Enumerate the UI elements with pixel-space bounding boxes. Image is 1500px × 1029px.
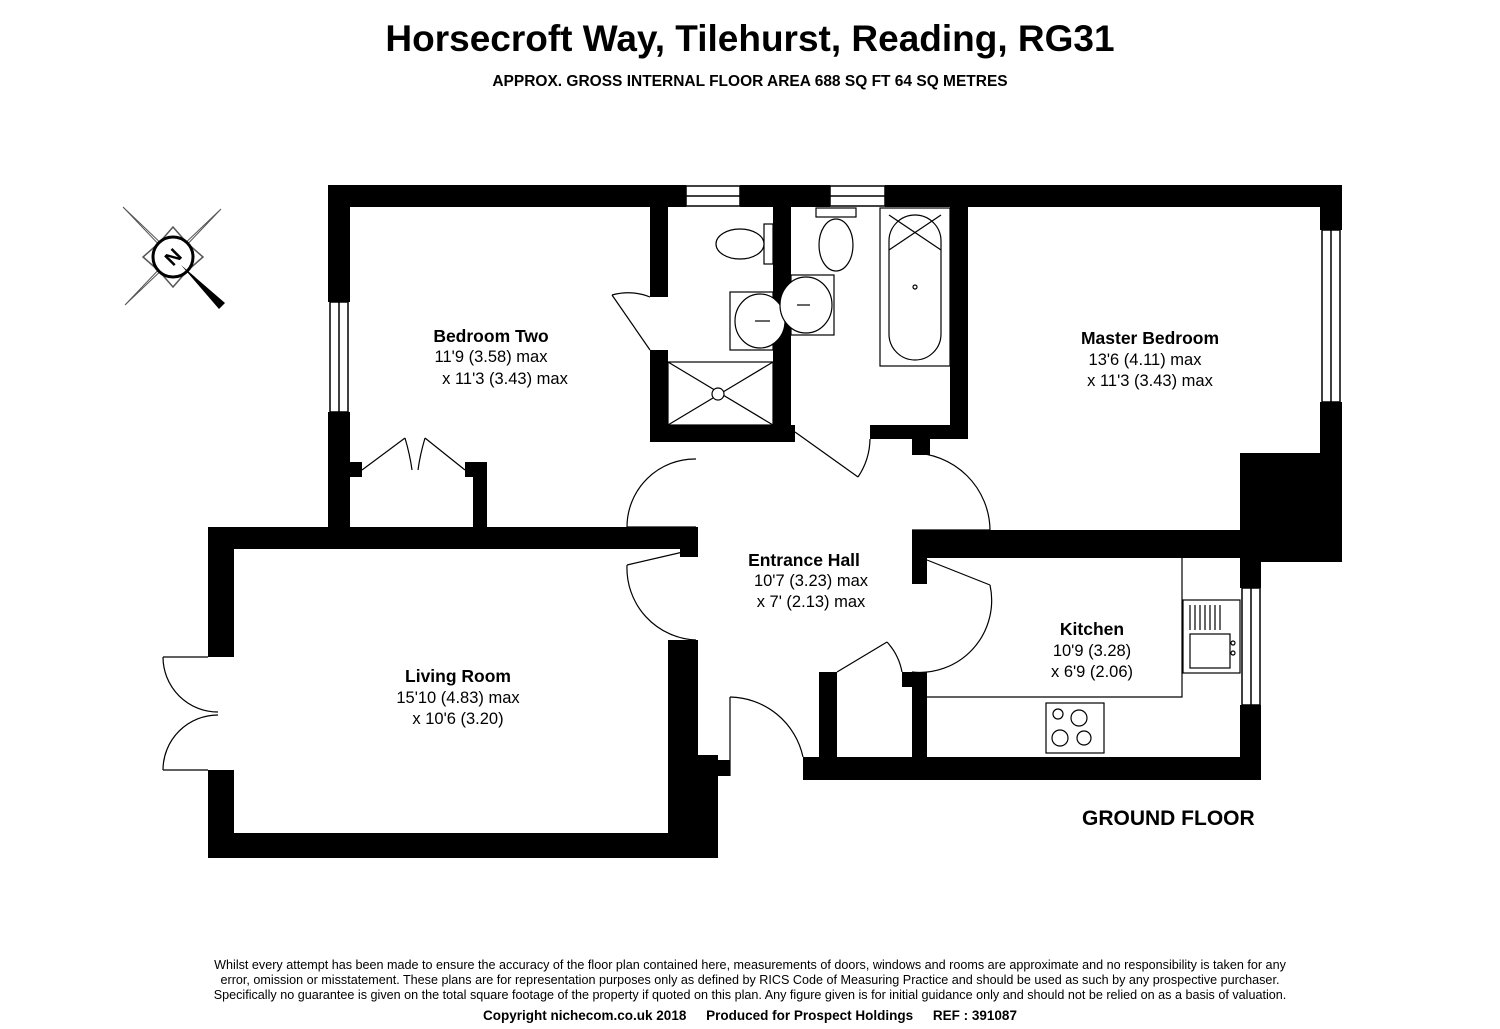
room-dimension: 15'10 (4.83) max xyxy=(396,689,520,707)
room-living-room: Living Room 15'10 (4.83) max x 10'6 (3.2… xyxy=(396,666,520,728)
windows xyxy=(329,185,1341,706)
room-dimension: 13'6 (4.11) max xyxy=(1089,351,1203,369)
room-master-bedroom: Master Bedroom 13'6 (4.11) max x 11'3 (3… xyxy=(1081,328,1219,390)
room-name: Entrance Hall xyxy=(748,550,860,570)
toilet-icon xyxy=(715,223,774,265)
room-dimension: x 7' (2.13) max xyxy=(757,593,866,611)
footer: Copyright nichecom.co.uk 2018 Produced f… xyxy=(0,1008,1500,1023)
room-name: Living Room xyxy=(405,666,511,686)
floor-label: GROUND FLOOR xyxy=(1082,807,1255,830)
room-dimension: 11'9 (3.58) max xyxy=(435,348,549,366)
room-dimension: x 10'6 (3.20) xyxy=(412,710,503,728)
toilet-icon xyxy=(815,207,857,272)
room-dimension: 10'9 (3.28) xyxy=(1053,642,1131,660)
plan-title: Horsecroft Way, Tilehurst, Reading, RG31 xyxy=(385,18,1115,59)
produced-for-text: Produced for Prospect Holdings xyxy=(706,1008,914,1023)
room-name: Kitchen xyxy=(1060,619,1124,639)
copyright-text: Copyright nichecom.co.uk 2018 xyxy=(483,1008,687,1023)
disclaimer: Whilst every attempt has been made to en… xyxy=(150,958,1350,1003)
shower-icon xyxy=(667,361,774,426)
room-dimension: x 11'3 (3.43) max xyxy=(442,370,568,388)
basin-icon xyxy=(729,291,786,351)
room-bedroom-two: Bedroom Two 11'9 (3.58) max x 11'3 (3.43… xyxy=(433,326,568,388)
fixtures xyxy=(667,207,1241,754)
room-dimension: x 6'9 (2.06) xyxy=(1051,663,1133,681)
doors xyxy=(162,292,993,776)
hob-icon xyxy=(1045,702,1105,754)
disclaimer-line: Whilst every attempt has been made to en… xyxy=(214,958,1286,972)
compass-icon: N xyxy=(122,206,225,309)
reference-text: REF : 391087 xyxy=(932,1008,1017,1023)
walls xyxy=(208,185,1342,858)
disclaimer-line: error, omission or misstatement. These p… xyxy=(220,973,1280,987)
sink-icon xyxy=(1182,599,1241,674)
room-dimension: 10'7 (3.23) max xyxy=(754,572,869,590)
disclaimer-line: Specifically no guarantee is given on th… xyxy=(213,988,1287,1002)
room-dimension: x 11'3 (3.43) max xyxy=(1087,372,1213,390)
room-kitchen: Kitchen 10'9 (3.28) x 6'9 (2.06) xyxy=(1051,619,1133,681)
room-name: Bedroom Two xyxy=(433,326,548,346)
basin-icon xyxy=(779,274,835,336)
worktop xyxy=(927,558,1183,698)
floor-area-subtitle: APPROX. GROSS INTERNAL FLOOR AREA 688 SQ… xyxy=(492,73,1008,90)
room-name: Master Bedroom xyxy=(1081,328,1219,348)
room-entrance-hall: Entrance Hall 10'7 (3.23) max x 7' (2.13… xyxy=(748,550,869,611)
bath-icon xyxy=(879,207,951,367)
